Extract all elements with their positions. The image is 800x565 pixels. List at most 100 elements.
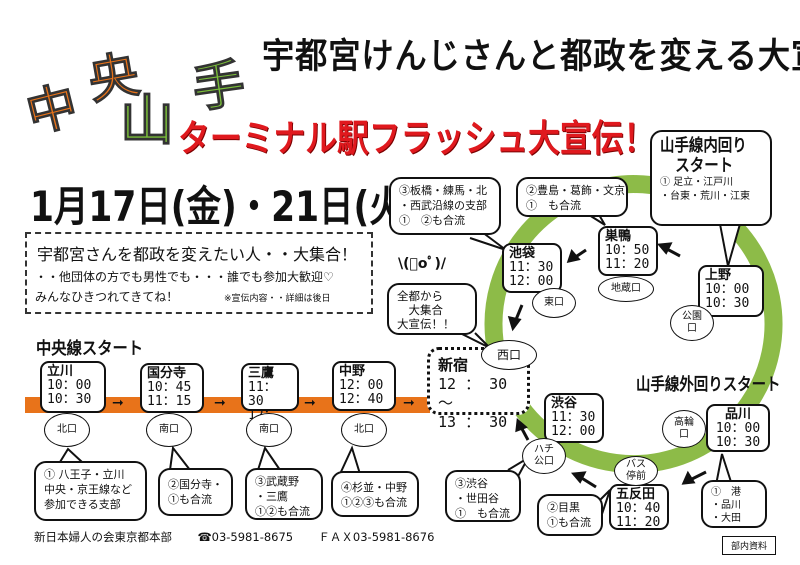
station-time: 11：30 <box>509 260 554 275</box>
note-line: ① も合流 <box>526 199 581 212</box>
phone-number: 03-5981-8675 <box>211 530 294 544</box>
exit-ueno: 公園口 <box>670 305 714 341</box>
internal-document-stamp: 部内資料 <box>722 536 777 555</box>
exit-gotanda: バス停前 <box>614 456 658 486</box>
organization-name: 新日本婦人の会東京都本部 <box>34 530 172 544</box>
ring-arrow-shibuya-shinjuku <box>515 418 530 441</box>
station-time: 11：15 <box>147 394 192 409</box>
station-gotanda: 五反田 10：40 11：20 <box>609 484 669 530</box>
exit-sugamo: 地蔵口 <box>598 276 654 302</box>
station-name: 渋谷 <box>551 396 578 411</box>
exit-ikebukuro: 東口 <box>532 288 576 318</box>
station-time: 12：00 <box>509 274 554 289</box>
exit-shibuya: ハチ公口 <box>522 438 566 474</box>
station-shibuya: 渋谷 11：30 12：00 <box>544 393 604 443</box>
note-line: ③武蔵野 <box>255 475 299 488</box>
note-line: 大宣伝！！ <box>397 317 455 331</box>
note-line: ①②も合流 <box>255 505 310 518</box>
note-line: ① 足立・江戸川 <box>660 177 734 188</box>
ring-arrow-ikebukuro-shinjuku <box>507 304 524 332</box>
yamanote-ring-arc-lower <box>502 385 718 473</box>
station-time: 11：30 <box>551 410 596 425</box>
station-name: 三鷹 <box>248 366 275 381</box>
note-line: 中央・京王線など <box>44 483 132 496</box>
chuo-line-title: 中央線スタート <box>36 339 144 359</box>
invite-headline: 宇都宮さんを都政を変えたい人・・大集合！ <box>37 245 358 264</box>
note-bubble-sugamo: ②豊島・葛飾・文京 ① も合流 <box>516 177 628 217</box>
station-time: 10：00 <box>705 282 750 297</box>
note-bubble-mitaka: ③武蔵野 ・三鷹 ①②も合流 <box>245 468 323 520</box>
exit-kokubunji: 南口 <box>146 413 192 447</box>
note-line: 大集合 <box>397 303 443 317</box>
note-line: ・三鷹 <box>255 490 288 503</box>
note-line: ・世田谷 <box>455 492 499 505</box>
note-line: ②豊島・葛飾・文京 <box>526 184 625 197</box>
subtitle: ターミナル駅フラッシュ大宣伝！ <box>178 116 656 160</box>
note-line: ① も合流 <box>455 507 510 520</box>
invite-line-2: ・・他団体の方でも男性でも・・・誰でも参加大歓迎♡ <box>35 270 334 284</box>
exit-mitaka: 南口 <box>246 413 292 447</box>
note-line: ① 港 <box>711 487 741 498</box>
station-tachikawa: 立川 10：00 10：30 <box>40 361 106 413</box>
bubble-tail-mitaka <box>257 445 281 471</box>
station-time: 10：50 <box>605 243 650 258</box>
note-line: ・大田 <box>711 513 741 524</box>
note-line: 参加できる支部 <box>44 498 121 511</box>
note-bubble-ikebukuro: ③板橋・練馬・北 ・西武沿線の支部 ① ②も合流 <box>389 177 501 235</box>
logo-char-yama: 山 <box>120 88 175 153</box>
note-bubble-tachikawa: ① 八王子・立川 中央・京王線など 参加できる支部 <box>34 461 147 521</box>
note-line: ①②③も合流 <box>341 496 407 509</box>
station-time: 12 ： 30～ <box>438 375 508 412</box>
station-name: 国分寺 <box>147 366 187 381</box>
station-time: 10：30 <box>47 392 92 407</box>
station-ueno: 上野 10：00 10：30 <box>698 265 764 317</box>
yamanote-inner-title-start: スタート <box>675 156 734 176</box>
station-name: 新宿 <box>438 356 469 374</box>
station-name: 巣鴨 <box>605 229 632 244</box>
station-mitaka: 三鷹 11：30 12：00 <box>241 363 299 437</box>
note-line: ②目黒 <box>547 501 580 514</box>
station-time: 10：45 <box>147 380 192 395</box>
note-bubble-gotanda: ②目黒 ①も合流 <box>537 494 603 536</box>
footer: 新日本婦人の会東京都本部 ☎03-5981-8675 ＦＡＸ03-5981-86… <box>34 529 434 545</box>
station-name: 中野 <box>339 364 366 379</box>
note-line: ①も合流 <box>547 516 591 529</box>
fax-number: ＦＡＸ03-5981-8676 <box>318 530 435 544</box>
station-name: 立川 <box>47 364 74 379</box>
note-line: ・台東・荒川・江東 <box>660 191 750 202</box>
kaomoji: \(ﾟoﾟ)/ <box>398 256 447 272</box>
station-time: 12：00 <box>551 424 596 439</box>
bubble-tail-ueno <box>719 223 741 267</box>
station-time: 10：00 <box>715 421 761 436</box>
exit-tachikawa: 北口 <box>44 413 90 447</box>
station-time: 11：30 <box>248 380 277 409</box>
note-line: ① 八王子・立川 <box>44 468 125 481</box>
note-line: ・品川 <box>711 500 741 511</box>
exit-nakano: 北口 <box>341 413 387 447</box>
yamanote-outer-title: 山手線外回りスタート <box>636 375 781 395</box>
note-line: ②国分寺・ <box>168 478 223 491</box>
event-date: 1月17日(金)・21日(火) <box>30 182 420 231</box>
note-line: ・西武沿線の支部 <box>399 199 487 212</box>
bubble-tail-nakano <box>339 445 361 475</box>
note-bubble-shibuya: ③渋谷 ・世田谷 ① も合流 <box>445 470 521 522</box>
arrow-right-icon: ➞ <box>403 395 415 411</box>
station-time: 10：00 <box>47 378 92 393</box>
station-ikebukuro: 池袋 11：30 12：00 <box>502 243 562 293</box>
station-name: 品川 <box>724 407 751 422</box>
station-shinagawa: 品川 10：00 10：30 <box>706 404 770 452</box>
station-name: 五反田 <box>616 487 656 502</box>
main-title: 宇都宮けんじさんと都政を変える大宣伝！ <box>262 37 800 77</box>
station-time: 11：20 <box>616 515 661 530</box>
station-time: 11：20 <box>605 257 650 272</box>
arrow-right-icon: ➞ <box>304 395 316 411</box>
invite-note: ※宣伝内容・・詳細は後日 <box>224 294 331 304</box>
station-time: 10：30 <box>705 296 750 311</box>
arrow-right-icon: ➞ <box>214 395 226 411</box>
bubble-tail-tachikawa <box>59 447 83 463</box>
exit-shinjuku: 西口 <box>481 340 537 370</box>
shinjuku-bubble: 全都から 大集合 大宣伝！！ <box>387 283 477 335</box>
note-line: ③板橋・練馬・北 <box>399 184 487 197</box>
station-time: 13 ： 30 <box>438 413 508 431</box>
station-name: 上野 <box>705 268 732 283</box>
